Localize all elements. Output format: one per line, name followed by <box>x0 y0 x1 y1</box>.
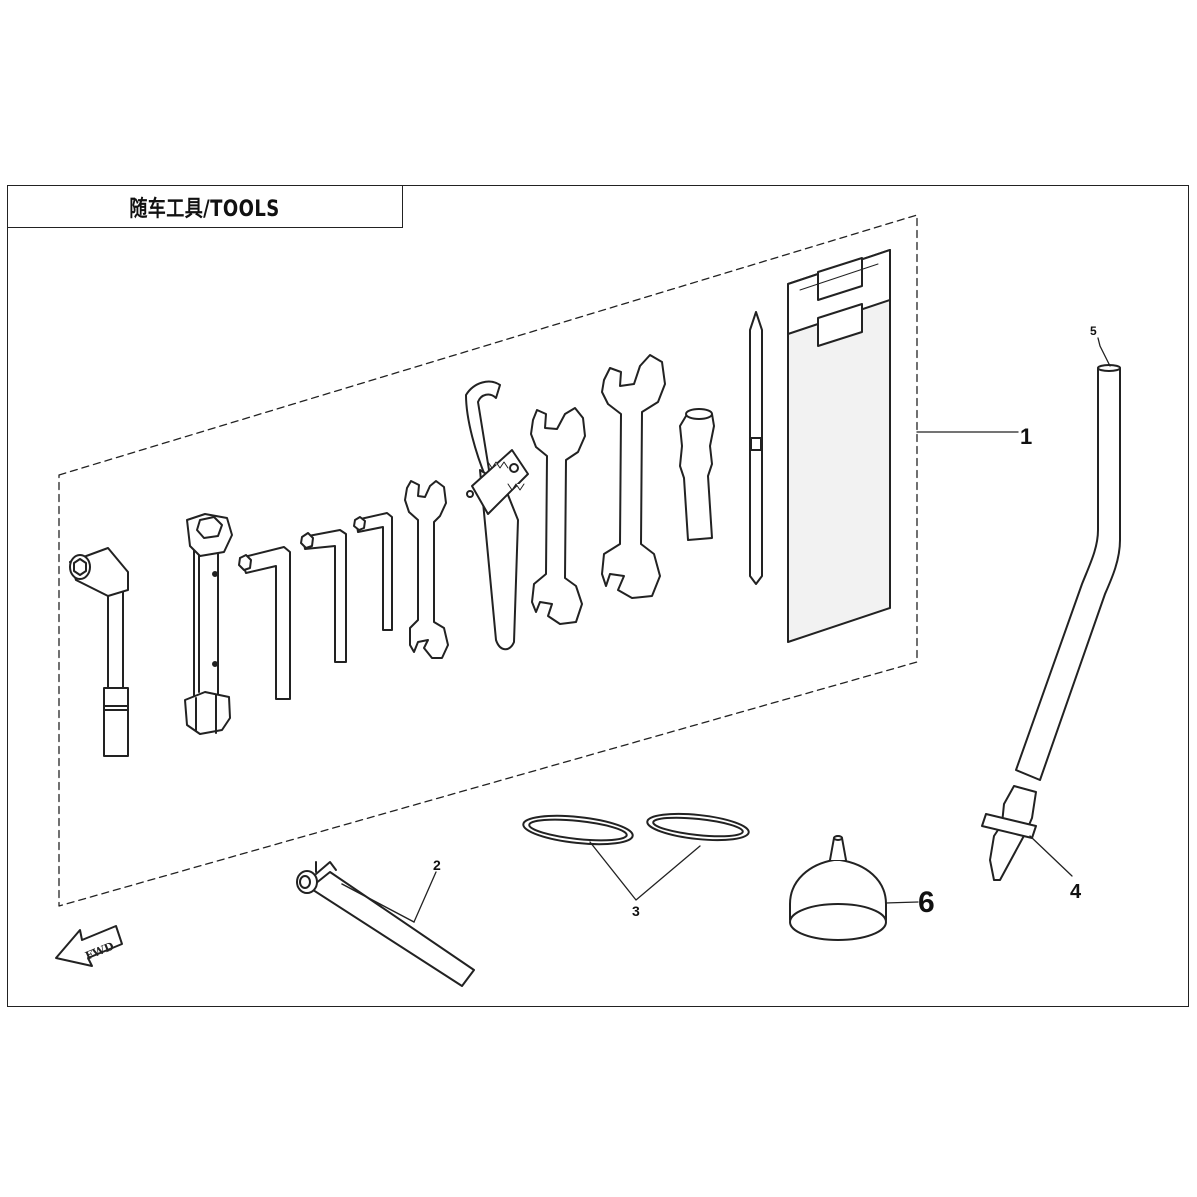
forward-arrow <box>55 925 123 967</box>
tire-pressure-gauge <box>296 861 475 987</box>
drawing-frame <box>7 185 1189 1007</box>
callout-3: 3 <box>632 903 640 919</box>
screwdriver-bit <box>749 311 763 585</box>
callout-2: 2 <box>433 857 441 873</box>
callout-4: 4 <box>1070 881 1082 903</box>
tool-pouch <box>787 249 891 643</box>
funnel <box>789 835 887 941</box>
large-open-wrench <box>601 354 666 599</box>
callout-1: 1 <box>1020 424 1032 449</box>
leader-lines <box>413 337 1111 923</box>
hex-keys <box>238 512 393 700</box>
screwdriver-handle <box>679 408 715 541</box>
page-title: 随车工具/TOOLS <box>129 197 280 222</box>
callout-5: 5 <box>1090 324 1097 338</box>
o-rings <box>522 812 750 846</box>
medium-open-wrench <box>530 407 586 625</box>
tube-spanner <box>184 513 233 735</box>
callout-6: 6 <box>918 886 935 919</box>
small-open-wrench <box>404 480 449 659</box>
hose <box>1015 364 1121 781</box>
hook-spanner-wrench <box>465 380 529 651</box>
clamp-hose-end <box>981 785 1037 881</box>
l-socket-wrench <box>69 547 129 757</box>
title-block: 随车工具/TOOLS <box>7 185 403 228</box>
tool-kit-boundary <box>58 214 918 907</box>
